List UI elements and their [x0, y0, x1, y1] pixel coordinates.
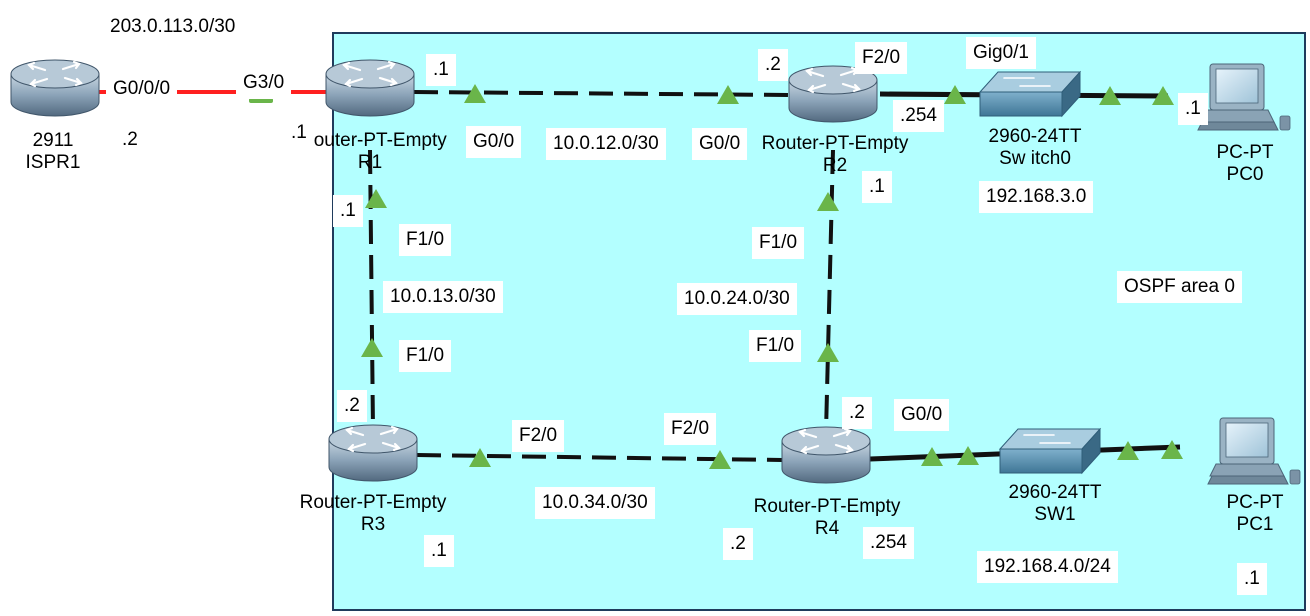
link-up-arrow-icon: [464, 84, 486, 103]
network-label-lan-r4: 192.168.4.0/24: [977, 551, 1118, 583]
interface-label-r1-f10: F1/0: [399, 224, 452, 256]
r3-name: R3: [360, 514, 386, 535]
link-up-arrow-icon: [921, 447, 943, 466]
pc0-model: PC-PT: [1216, 142, 1274, 163]
link-up-arrow-icon: [944, 85, 966, 104]
interface-label-r1-g30: G3/0: [236, 67, 292, 99]
router-icon[interactable]: [324, 58, 416, 118]
r2-model: Router-PT-Empty: [761, 133, 909, 154]
router-icon[interactable]: [780, 425, 872, 485]
link-r3-r4: [416, 453, 783, 462]
host-id-ispr1-wan: .2: [115, 124, 145, 156]
r1-caption: Router-PT-Empty R1: [300, 130, 447, 174]
host-id-r1-wan: .1: [284, 117, 314, 149]
pc1-caption: PC-PT PC1: [1215, 492, 1295, 536]
network-label-r1-r3: 10.0.13.0/30: [383, 281, 503, 313]
link-up-arrow-icon: [1152, 86, 1174, 105]
interface-label-switch0-gig01: Gig0/1: [966, 37, 1036, 69]
host-id-pc0: .1: [1178, 93, 1208, 125]
link-up-arrow-icon: [1161, 440, 1183, 459]
link-status-indicators: [249, 84, 1183, 469]
link-up-arrow-icon: [469, 448, 491, 467]
switch0-name: Sw itch0: [999, 148, 1071, 169]
link-up-arrow-icon: [1117, 441, 1139, 460]
link-r1-r3: [368, 149, 375, 431]
link-up-arrow-icon: [717, 85, 739, 104]
host-id-r2-lan: .254: [893, 100, 944, 132]
network-label-lan-r2: 192.168.3.0: [979, 181, 1094, 213]
r2-name: R2: [822, 155, 848, 176]
host-id-r1-r3-side: .1: [333, 195, 363, 227]
host-id-r1-r2-side: .1: [426, 54, 456, 86]
r1-model: Router-PT-Empty: [300, 130, 447, 151]
host-id-r4-r3-side: .2: [723, 528, 753, 560]
interface-label-r2-f20: F2/0: [855, 42, 908, 74]
interface-label-r2-g00: G0/0: [692, 128, 748, 160]
interface-label-r4-g00: G0/0: [894, 399, 950, 431]
router-icon[interactable]: [327, 423, 419, 483]
ispr1-model: 2911: [32, 130, 74, 151]
interface-label-r4-f20: F2/0: [664, 413, 717, 445]
interface-label-r2-f10: F1/0: [752, 227, 805, 259]
r4-caption: Router-PT-Empty R4: [747, 496, 907, 540]
sw1-model: 2960-24TT: [1008, 482, 1102, 503]
link-up-arrow-icon: [817, 192, 839, 211]
host-id-r2-r1-side: .2: [758, 49, 788, 81]
interface-label-ispr1-g000: G0/0/0: [106, 73, 178, 105]
sw1-name: SW1: [1034, 504, 1076, 525]
router-icon[interactable]: [9, 58, 101, 118]
network-label-r1-r2: 10.0.12.0/30: [546, 128, 666, 160]
ispr1-name: ISPR1: [25, 152, 81, 173]
link-up-arrow-icon: [1099, 86, 1121, 105]
host-id-r3-r4-side: .1: [424, 535, 454, 567]
link-up-arrow-icon: [957, 446, 979, 465]
interface-label-r3-f20: F2/0: [512, 420, 565, 452]
switch0-model: 2960-24TT: [988, 126, 1082, 147]
host-id-r4-lan: .254: [863, 527, 914, 559]
pc0-caption: PC-PT PC0: [1205, 142, 1285, 186]
r4-model: Router-PT-Empty: [753, 496, 901, 517]
r2-caption: Router-PT-Empty R2: [755, 133, 915, 177]
host-id-r2-r4-side: .1: [862, 171, 892, 203]
pc1-name: PC1: [1236, 514, 1274, 535]
r1-name: R1: [357, 152, 383, 173]
link-r2-r4: [824, 149, 835, 433]
link-up-arrow-icon: [365, 189, 387, 208]
host-id-r3-r1-side: .2: [337, 390, 367, 422]
pc1-model: PC-PT: [1226, 492, 1284, 513]
host-id-r4-r2-side: .2: [842, 397, 872, 429]
network-label-r3-r4: 10.0.34.0/30: [535, 487, 655, 519]
interface-label-r1-g00: G0/0: [466, 126, 522, 158]
network-label-isp: 203.0.113.0/30: [103, 11, 243, 43]
sw1-caption: 2960-24TT SW1: [995, 482, 1115, 526]
router-icon[interactable]: [787, 64, 879, 124]
r3-caption: Router-PT-Empty R3: [293, 492, 453, 536]
link-up-arrow-icon: [361, 338, 383, 357]
ospf-area-label: OSPF area 0: [1117, 271, 1242, 303]
wan-link-status-icon: [249, 98, 273, 103]
pc0-name: PC0: [1226, 164, 1264, 185]
link-up-arrow-icon: [709, 450, 731, 469]
switch-icon[interactable]: [999, 428, 1101, 474]
ispr1-caption: 2911 ISPR1: [13, 130, 93, 174]
switch0-caption: 2960-24TT Sw itch0: [975, 126, 1095, 170]
r3-model: Router-PT-Empty: [299, 492, 447, 513]
network-label-r2-r4: 10.0.24.0/30: [677, 283, 797, 315]
switch-icon[interactable]: [979, 71, 1081, 117]
host-id-pc1: .1: [1237, 563, 1267, 595]
interface-label-r3-f10: F1/0: [399, 340, 452, 372]
link-up-arrow-icon: [817, 343, 839, 362]
interface-label-r4-f10: F1/0: [749, 330, 802, 362]
r4-name: R4: [814, 518, 840, 539]
